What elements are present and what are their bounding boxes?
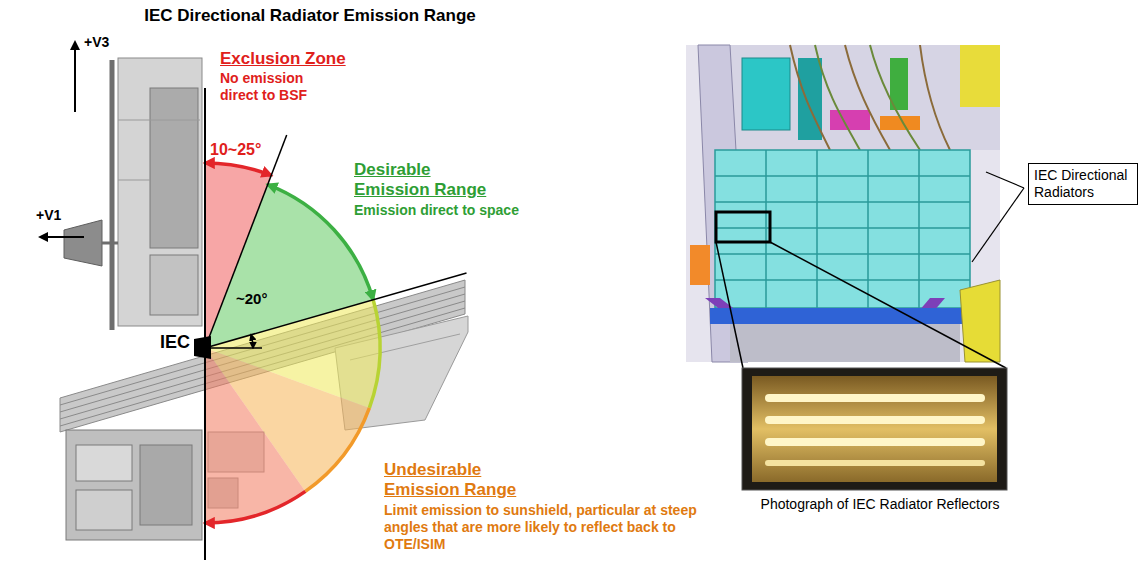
cad-view	[686, 45, 1024, 368]
cad-part	[960, 45, 1000, 107]
angle-label: ~20°	[236, 290, 267, 308]
radiator-divider	[715, 201, 970, 203]
cable	[790, 45, 830, 150]
photo-caption: Photograph of IEC Radiator Reflectors	[755, 496, 1005, 513]
radiator-photo	[742, 368, 1007, 490]
part-label: IEC	[160, 332, 190, 354]
range-arc	[205, 163, 271, 175]
angle-arc	[251, 335, 253, 348]
bus-panel	[140, 445, 192, 525]
cad-part	[742, 58, 790, 130]
reflector-tube	[765, 460, 985, 466]
zone-note: No emission direct to BSF	[220, 70, 332, 104]
structure-line	[118, 120, 200, 121]
leader-line	[716, 242, 743, 368]
isim-block	[150, 255, 198, 315]
highlight-box	[716, 212, 770, 242]
ote-structure	[118, 58, 202, 326]
strut	[102, 242, 118, 245]
support-beam	[710, 308, 980, 324]
axis-label: +V1	[36, 207, 61, 224]
boundary-line	[205, 135, 287, 348]
label-box: IEC Directional Radiators	[1028, 163, 1138, 205]
zone-note: Emission direct to space	[354, 202, 519, 219]
spacecraft-bus	[66, 430, 202, 540]
primary-mirror	[110, 60, 115, 330]
cad-part	[830, 110, 870, 130]
reflector	[752, 376, 997, 482]
cable	[870, 45, 920, 150]
range-arc	[369, 300, 380, 408]
emission-zones	[205, 163, 380, 523]
range-arc	[305, 408, 369, 492]
radiator-divider	[715, 227, 970, 229]
range-arc	[205, 491, 305, 523]
cad-panel	[960, 280, 1000, 362]
cad-structure	[730, 324, 960, 362]
reflector-tube	[765, 416, 985, 424]
diagram-title: IEC Directional Radiator Emission Range	[100, 6, 520, 26]
iec-unit	[194, 336, 211, 359]
radiator-divider	[816, 150, 818, 308]
cable	[920, 45, 950, 150]
cable	[845, 45, 890, 150]
axis-arrow	[74, 42, 76, 112]
cad-structure	[730, 45, 1000, 150]
radiator-divider	[867, 150, 869, 308]
baffle-cone	[64, 220, 102, 266]
leader-line	[986, 172, 1024, 188]
cad-background	[686, 45, 1000, 362]
structure-line	[118, 180, 150, 181]
radiator-grid	[715, 150, 970, 308]
box-text: IEC Directional Radiators	[1034, 167, 1132, 201]
zone-heading: Exclusion Zone	[220, 49, 346, 69]
range-arc	[268, 185, 374, 300]
cable	[815, 45, 860, 150]
zone-heading: Desirable Emission Range	[354, 160, 494, 201]
directional-radiator	[715, 150, 970, 308]
cad-part	[690, 245, 710, 285]
radiator-divider	[715, 175, 970, 177]
angle-label: 10~25°	[210, 140, 261, 159]
axis-arrow	[40, 236, 84, 238]
boundary-line	[205, 273, 467, 348]
leader-line	[770, 242, 1006, 368]
isim-block	[150, 88, 198, 248]
bus-panel	[76, 445, 132, 481]
radiator-divider	[918, 150, 920, 308]
zone-note: Limit emission to sunshield, particular …	[384, 502, 724, 552]
bus-panel	[76, 490, 132, 530]
leader-line	[972, 188, 1024, 262]
axis-label: +V3	[84, 34, 109, 51]
undesirable-zone	[205, 348, 305, 523]
reflector-tube	[765, 394, 985, 402]
reflector-tube	[765, 438, 985, 446]
reference-line	[204, 88, 206, 560]
photo-frame	[742, 368, 1007, 490]
radiator-divider	[715, 253, 970, 255]
zone-heading: Undesirable Emission Range	[384, 460, 524, 501]
radiator-divider	[765, 150, 767, 308]
